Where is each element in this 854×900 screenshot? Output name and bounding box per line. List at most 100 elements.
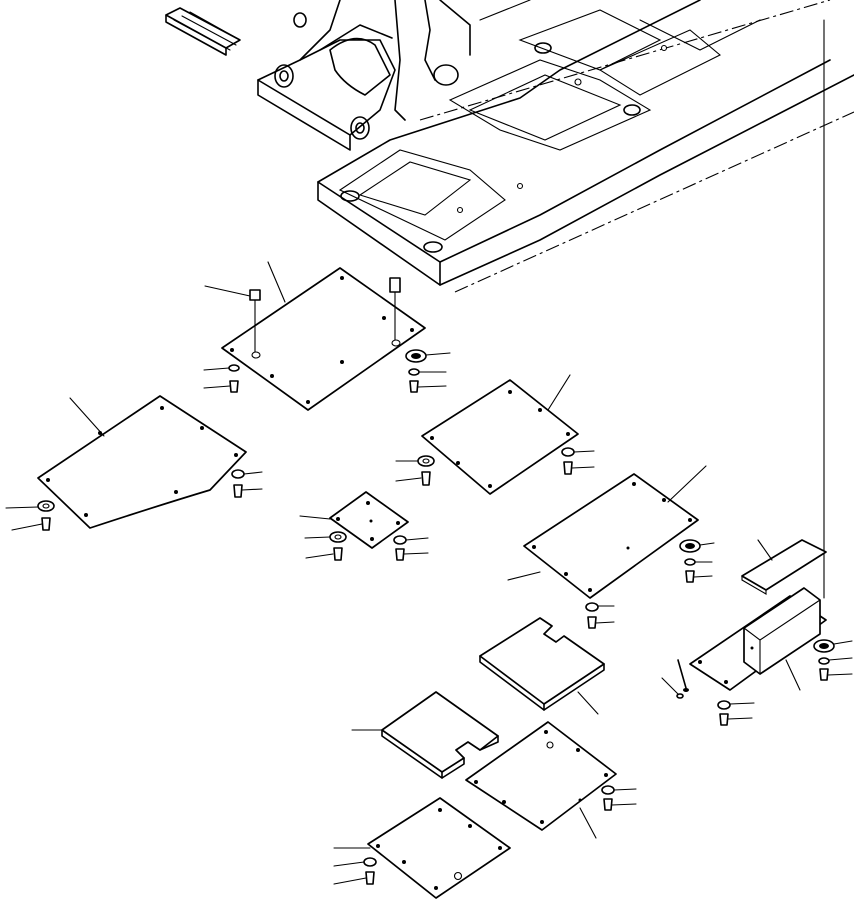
washer-icon — [363, 857, 377, 867]
leader-lines — [241, 471, 263, 491]
guide-pin-left — [249, 289, 261, 301]
bolt-hole — [626, 546, 630, 550]
rubber-washer-core — [685, 543, 695, 549]
frame-top-edge — [317, 0, 701, 183]
bolt-hole — [234, 453, 238, 457]
boom-bracket-base — [257, 79, 351, 151]
bolt-icon — [333, 547, 343, 561]
bolt-hole — [578, 798, 582, 802]
leader-line — [547, 374, 571, 411]
bolt-hole — [174, 490, 178, 494]
washer-icon — [818, 657, 830, 665]
bolt-hole — [538, 408, 542, 412]
frame-side-edge — [439, 59, 831, 263]
thick-cover-upper-side — [543, 663, 605, 711]
washer-hole — [422, 458, 430, 464]
frame-panel-a-inner — [468, 74, 622, 141]
boom-bracket-plate-d — [424, 0, 436, 81]
washer-icon — [408, 368, 420, 376]
bolt-hole — [369, 519, 373, 523]
bolt-hole — [750, 646, 754, 650]
bolt-icon — [587, 616, 597, 629]
frame-line — [479, 0, 531, 21]
bolt-hole — [698, 660, 702, 664]
pin-hole — [391, 339, 401, 347]
thick-cover-upper-top — [479, 617, 605, 705]
thick-cover-upper — [479, 617, 605, 715]
bolt-hole — [434, 886, 438, 890]
bolt-hole — [84, 513, 88, 517]
bolt-hole — [488, 484, 492, 488]
bolt-icon — [365, 871, 375, 885]
bolt-icon — [421, 471, 431, 486]
leader-lines — [333, 861, 367, 885]
bolt-hole — [396, 521, 400, 525]
bolt-hole — [336, 517, 340, 521]
bolt-icon — [603, 798, 613, 811]
leader-line — [785, 659, 801, 691]
cover-plate-right — [507, 465, 715, 629]
frame-line-2 — [639, 19, 761, 51]
frame-hole-b — [516, 182, 524, 190]
frame-bottom-edge — [439, 74, 854, 286]
bolt-hole — [402, 860, 406, 864]
leader-line — [204, 285, 251, 297]
leader-lines — [304, 536, 334, 559]
frame-step-grooves — [173, 11, 241, 51]
boom-pin-hole-4 — [293, 12, 307, 28]
bolt-icon — [819, 668, 829, 681]
frame-panel-b — [518, 9, 662, 71]
leader-lines — [611, 788, 637, 806]
rubber-washer-icon — [813, 639, 835, 653]
pin-icon — [677, 659, 687, 689]
bracket-cover-edge — [741, 575, 767, 595]
bolt-icon — [719, 713, 729, 726]
cover-plate-right-outline — [523, 473, 699, 599]
washer-icon — [393, 535, 407, 545]
bolt-hole — [230, 348, 234, 352]
washer-icon — [717, 700, 731, 710]
bolt-hole — [370, 537, 374, 541]
bolt-hole — [688, 518, 692, 522]
bolt-hole — [724, 680, 728, 684]
leader-line — [661, 677, 679, 695]
boom-bracket-left-a — [257, 0, 341, 81]
cover-plate-upper — [203, 261, 451, 411]
frame-panel-a — [448, 59, 652, 151]
bolt-hole — [410, 328, 414, 332]
leader-line — [757, 539, 773, 561]
boom-bracket-plate-e — [439, 0, 471, 56]
bolt-icon — [41, 517, 51, 531]
washer-hole — [42, 503, 50, 509]
bolt-hole — [270, 374, 274, 378]
bolt-hole — [564, 572, 568, 576]
leader-lines — [395, 460, 422, 482]
bolt-icon — [395, 548, 405, 561]
bolt-hole — [160, 406, 164, 410]
boom-pin-hole-1 — [274, 64, 294, 88]
guide-pin-right — [389, 277, 401, 293]
bolt-hole — [502, 800, 506, 804]
cover-plate-bottom-outline — [367, 797, 511, 899]
bolt-hole — [46, 478, 50, 482]
rubber-washer-core — [819, 643, 829, 649]
bolt-hole — [662, 498, 666, 502]
leader-line — [69, 397, 105, 437]
bolt-icon — [409, 380, 419, 393]
cover-plate-lower-right — [465, 721, 637, 839]
leader-line — [577, 691, 599, 715]
bolt-hole — [604, 773, 608, 777]
bolt-hole — [366, 501, 370, 505]
thick-cover-lower-front — [381, 729, 443, 779]
cover-plate-left-outline — [37, 395, 247, 529]
cover-plate-center-outline — [421, 379, 579, 495]
bolt-hole — [340, 360, 344, 364]
thick-cover-lower-side-b — [479, 735, 499, 751]
leader-lines — [827, 640, 853, 676]
bolt-hole — [474, 780, 478, 784]
bolt-hole — [532, 545, 536, 549]
washer-icon — [231, 469, 245, 479]
leader-lines — [417, 352, 451, 388]
cover-plate-left — [5, 395, 263, 531]
